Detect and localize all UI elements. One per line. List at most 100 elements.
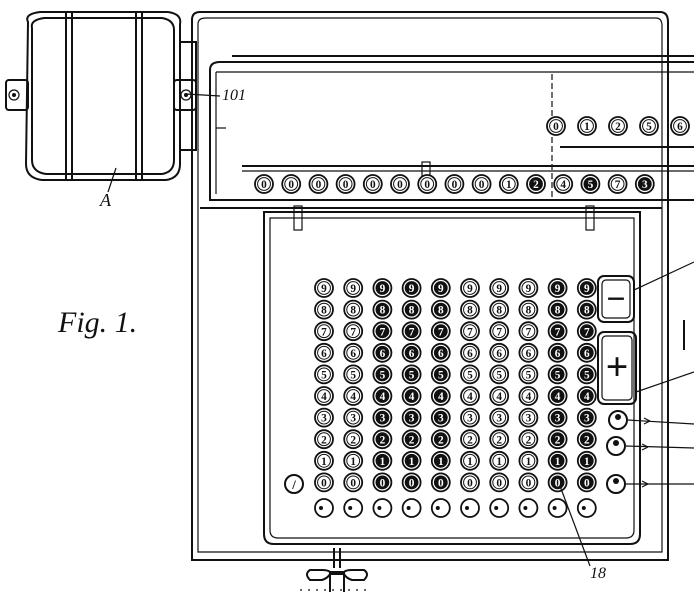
keyboard-key[interactable]: 3: [576, 407, 597, 428]
keyboard-key[interactable]: 0: [489, 472, 510, 493]
keyboard-key[interactable]: 6: [576, 342, 597, 363]
keyboard-key[interactable]: 3: [401, 407, 422, 428]
keyboard-key[interactable]: 6: [460, 342, 480, 363]
minus-key[interactable]: −: [597, 275, 635, 323]
keyboard-key[interactable]: 2: [547, 429, 568, 450]
keyboard-key[interactable]: 5: [314, 364, 334, 385]
keyboard-key[interactable]: 9: [547, 278, 568, 298]
keyboard-key[interactable]: 8: [547, 299, 568, 320]
keyboard-key[interactable]: 4: [518, 386, 539, 406]
keyboard-key[interactable]: 5: [489, 364, 510, 385]
keyboard-key[interactable]: 5: [430, 364, 451, 385]
function-key-1[interactable]: [608, 410, 628, 430]
keyboard-key[interactable]: 3: [518, 407, 539, 428]
keyboard-key[interactable]: 5: [460, 364, 480, 385]
keyboard-key[interactable]: 8: [343, 299, 364, 320]
keyboard-key[interactable]: 1: [518, 450, 539, 471]
keyboard-key[interactable]: 0: [372, 472, 393, 493]
keyboard-key[interactable]: 3: [430, 407, 451, 428]
keyboard-key[interactable]: 6: [401, 342, 422, 363]
keyboard-key[interactable]: 5: [576, 364, 597, 385]
keyboard-key[interactable]: 3: [372, 407, 393, 428]
keyboard-key[interactable]: 3: [489, 407, 510, 428]
column-release-key[interactable]: [489, 498, 510, 518]
keyboard-key[interactable]: 6: [430, 342, 451, 363]
keyboard-key[interactable]: 3: [460, 407, 480, 428]
keyboard-key[interactable]: 1: [372, 450, 393, 471]
keyboard-key[interactable]: 5: [343, 364, 364, 385]
column-release-key[interactable]: [518, 498, 539, 518]
keyboard-key[interactable]: 8: [430, 299, 451, 320]
keyboard-key[interactable]: 0: [314, 472, 334, 493]
keyboard-key[interactable]: 7: [518, 321, 539, 342]
keyboard-key[interactable]: 2: [518, 429, 539, 450]
column-release-key[interactable]: [372, 498, 393, 518]
keyboard-key[interactable]: 4: [489, 386, 510, 406]
keyboard-key[interactable]: 1: [343, 450, 364, 471]
keyboard-key[interactable]: 2: [430, 429, 451, 450]
keyboard-key[interactable]: 7: [547, 321, 568, 342]
keyboard-key[interactable]: 4: [314, 386, 334, 406]
keyboard-key[interactable]: 8: [314, 299, 334, 320]
keyboard-key[interactable]: 6: [372, 342, 393, 363]
column-release-key[interactable]: [343, 498, 364, 518]
keyboard-key[interactable]: 0: [547, 472, 568, 493]
column-release-key[interactable]: [576, 498, 597, 518]
column-release-key[interactable]: [547, 498, 568, 518]
keyboard-key[interactable]: 4: [576, 386, 597, 406]
keyboard-key[interactable]: 1: [576, 450, 597, 471]
keyboard-key[interactable]: 4: [372, 386, 393, 406]
keyboard-key[interactable]: 3: [314, 407, 334, 428]
keyboard-key[interactable]: 2: [489, 429, 510, 450]
crank-handle[interactable]: [300, 548, 372, 592]
keyboard-key[interactable]: 7: [430, 321, 451, 342]
keyboard-key[interactable]: 4: [430, 386, 451, 406]
keyboard-key[interactable]: 5: [372, 364, 393, 385]
keyboard-key[interactable]: 8: [460, 299, 480, 320]
keyboard-key[interactable]: 8: [372, 299, 393, 320]
keyboard-key[interactable]: 4: [343, 386, 364, 406]
keyboard-key[interactable]: 9: [372, 278, 393, 298]
clear-key[interactable]: /: [284, 474, 304, 494]
keyboard-key[interactable]: 2: [343, 429, 364, 450]
keyboard-key[interactable]: 0: [576, 472, 597, 493]
keyboard-key[interactable]: 3: [343, 407, 364, 428]
keyboard-key[interactable]: 4: [547, 386, 568, 406]
keyboard-key[interactable]: 0: [460, 472, 480, 493]
keyboard-key[interactable]: 1: [460, 450, 480, 471]
keyboard-key[interactable]: 5: [547, 364, 568, 385]
keyboard-key[interactable]: 0: [401, 472, 422, 493]
keyboard-key[interactable]: 9: [489, 278, 510, 298]
keyboard-key[interactable]: 7: [343, 321, 364, 342]
keyboard-key[interactable]: 6: [343, 342, 364, 363]
keyboard-key[interactable]: 8: [489, 299, 510, 320]
keyboard-key[interactable]: 7: [372, 321, 393, 342]
keyboard-key[interactable]: 9: [518, 278, 539, 298]
keyboard-key[interactable]: 6: [314, 342, 334, 363]
keyboard-key[interactable]: 4: [401, 386, 422, 406]
keyboard-key[interactable]: 7: [489, 321, 510, 342]
keyboard-key[interactable]: 1: [401, 450, 422, 471]
keyboard-key[interactable]: 5: [401, 364, 422, 385]
keyboard-key[interactable]: 3: [547, 407, 568, 428]
column-release-key[interactable]: [401, 498, 422, 518]
keyboard-key[interactable]: 0: [518, 472, 539, 493]
keyboard-key[interactable]: 1: [489, 450, 510, 471]
keyboard-key[interactable]: 7: [314, 321, 334, 342]
keyboard-key[interactable]: 9: [343, 278, 364, 298]
column-release-key[interactable]: [314, 498, 334, 518]
keyboard-key[interactable]: 6: [547, 342, 568, 363]
keyboard-key[interactable]: 8: [576, 299, 597, 320]
keyboard-key[interactable]: 2: [576, 429, 597, 450]
function-key-2[interactable]: [606, 436, 626, 456]
keyboard-key[interactable]: 7: [401, 321, 422, 342]
keyboard-key[interactable]: 2: [460, 429, 480, 450]
keyboard-key[interactable]: 2: [314, 429, 334, 450]
keyboard-key[interactable]: 0: [430, 472, 451, 493]
keyboard-key[interactable]: 2: [372, 429, 393, 450]
keyboard-key[interactable]: 9: [576, 278, 597, 298]
keyboard-key[interactable]: 7: [460, 321, 480, 342]
keyboard-key[interactable]: 9: [314, 278, 334, 298]
keyboard-key[interactable]: 2: [401, 429, 422, 450]
keyboard-key[interactable]: 6: [489, 342, 510, 363]
